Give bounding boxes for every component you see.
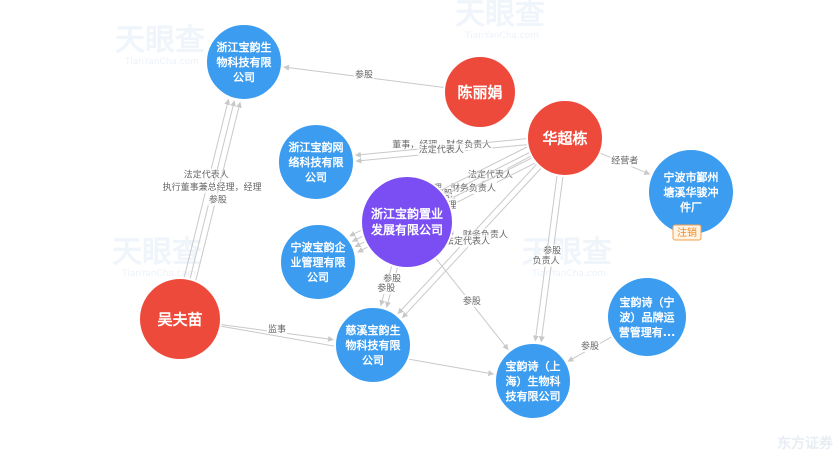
watermark-text: 天眼查 [115,23,205,58]
node-circle[interactable] [334,306,412,384]
edge-label-bg [207,193,228,206]
edge-label-bg [531,254,561,267]
edge-label: 法定代表人 [419,143,464,155]
node-label-line: 浙江宝韵网 [289,140,344,154]
node-person[interactable]: 华超栋 [526,99,604,177]
edge-label-bg [376,282,397,295]
edge-line[interactable] [195,101,242,281]
status-badge-label: 注销 [677,226,697,239]
node-person[interactable]: 陈丽娟 [443,55,517,129]
node-label-line: 公司 [362,354,384,367]
node-label-line: 公司 [307,271,329,284]
node-label-line: 络科技有限 [289,155,344,169]
corner-logo: 东方证券 [777,436,833,452]
node-label-line: 件厂 [680,200,702,214]
edge-label-bg [161,181,263,194]
node-label-line: 技有限公司 [506,389,561,403]
node-label-line: 海）生物科 [506,374,561,388]
node-label-line: 发展有限公司 [370,222,443,237]
node-label-line: 物科技有限 [346,338,401,352]
node-circle[interactable] [494,342,572,420]
node-label-line: 慈溪宝韵生 [346,323,401,337]
edge-label-bg [443,235,491,248]
edge-label-bg [461,294,482,307]
watermark-subtext: TianYanCha.com [531,269,606,279]
edge-label-bg [353,68,374,81]
edge-label: 法定代表人 [184,169,229,181]
watermark-subtext: TianYanCha.com [464,31,539,41]
watermark-subtext: TianYanCha.com [121,269,196,279]
edge-label: 经营者 [611,155,638,167]
node-label-line: 物科技有限 [217,55,272,69]
node-circle[interactable] [205,23,283,101]
node-circle[interactable] [277,123,355,201]
node-label-line: 宝韵诗（宁 [620,295,675,309]
node-circle[interactable] [443,55,517,129]
node-person[interactable]: 吴夫苗 [138,277,222,361]
node-circle[interactable] [526,99,604,177]
node-company[interactable]: 宝韵诗（宁波）品牌运营管理有... [606,276,688,358]
node-label-line: 公司 [305,171,327,184]
watermark-text: 天眼查 [455,0,545,32]
edge-label: 参股 [355,68,373,80]
edge-label-bg [266,323,288,336]
node-label-line: 陈丽娟 [457,83,502,101]
watermark-text: 天眼查 [112,235,202,270]
node-circle[interactable] [279,223,357,301]
node-label-line: 华超栋 [542,129,587,147]
node-circle[interactable] [360,175,454,269]
edge-label-bg [610,154,640,167]
node-label-line: 塘溪华骏冲 [664,185,719,199]
node-label-line: 浙江宝韵置业 [371,206,443,221]
status-badge [672,224,702,241]
watermark-subtext: TianYanCha.com [124,57,199,67]
edge-label: 执行董事兼总经理，经理 [163,181,262,193]
node-label-line: 宁波宝韵企 [291,240,347,254]
node-label-line: 浙江宝韵生 [217,40,272,54]
edge-label: 参股 [377,282,395,294]
node-label-line: 宝韵诗（上 [506,359,561,373]
edge-label: 参股 [581,340,599,352]
edge-label: 监事 [268,323,286,335]
node-label-line: 吴夫苗 [157,310,202,328]
node-label-line: 公司 [233,71,255,84]
edge-label-bg [579,340,601,352]
edge-label: 法定代表人 [445,235,490,247]
nodes-layer: 浙江宝韵生物科技有限公司陈丽娟华超栋浙江宝韵网络科技有限公司浙江宝韵置业发展有限… [138,23,735,420]
node-label-line: 波）品牌运 [620,310,675,324]
edge-label: 参股 [463,295,481,307]
watermark-layer: 天眼查TianYanCha.com天眼查TianYanCha.com天眼查Tia… [112,0,612,279]
node-circle[interactable] [606,276,688,358]
node-circle[interactable] [138,277,222,361]
edge-label: 参股 [209,193,227,205]
node-label-line: 宁波市鄞州 [664,170,719,184]
edge-label: 负责人 [533,255,560,267]
node-label-line: 营管理有... [619,325,676,339]
edge-label-bg [417,143,465,156]
edge-label: 参股 [543,244,561,256]
node-label-line: 业管理有限 [291,255,346,269]
edge-label-bg [182,168,230,181]
